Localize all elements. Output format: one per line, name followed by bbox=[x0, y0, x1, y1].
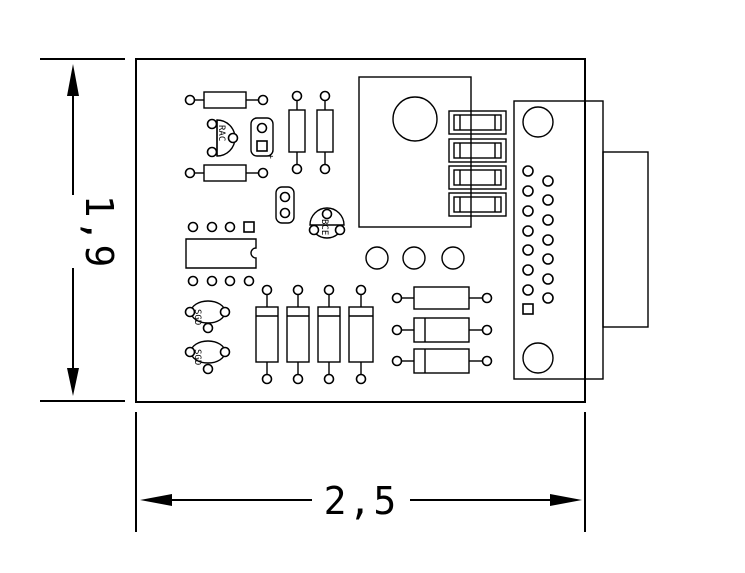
connector-mount-hole-bottom bbox=[522, 342, 554, 374]
jfet-2: SGD bbox=[184, 340, 231, 375]
connector-shell bbox=[602, 151, 649, 328]
connector-mount-hole-top bbox=[522, 106, 554, 138]
db-connector bbox=[513, 100, 649, 380]
regulator-pin-labels: RAC bbox=[216, 125, 226, 141]
diode-vertical-2 bbox=[286, 284, 310, 385]
ic-dip8 bbox=[185, 221, 257, 287]
jumper-header bbox=[275, 186, 295, 224]
diode-horizontal-2 bbox=[391, 348, 493, 374]
jfet-2-pin-labels: SGD bbox=[192, 349, 202, 365]
connector-body bbox=[513, 100, 604, 380]
stacked-resistor-1 bbox=[448, 110, 507, 135]
diode-vertical-1 bbox=[255, 284, 279, 385]
regulator-to92: RAC bbox=[206, 118, 239, 158]
jfet-1-pin-labels: SGD bbox=[192, 309, 202, 325]
resistor-vertical-1 bbox=[288, 90, 306, 175]
relay-block bbox=[358, 76, 472, 228]
board-outline bbox=[135, 58, 586, 403]
height-dimension-label: 1,9 bbox=[77, 195, 121, 270]
stacked-resistor-2 bbox=[448, 138, 507, 163]
resistor-stack bbox=[448, 110, 507, 217]
large-pads bbox=[365, 246, 465, 270]
transistor-bce: BCE bbox=[308, 207, 346, 239]
width-arrow-right bbox=[550, 494, 582, 506]
resistor-horizontal-lower bbox=[391, 286, 493, 310]
height-arrow-up bbox=[67, 64, 79, 96]
electrolytic-capacitor: + bbox=[250, 117, 274, 162]
width-dimension-label: 2,5 bbox=[324, 479, 399, 523]
jfet-1: SGD bbox=[184, 300, 231, 334]
width-arrow-left bbox=[140, 494, 172, 506]
diode-horizontal-1 bbox=[391, 317, 493, 343]
stacked-resistor-3 bbox=[448, 165, 507, 190]
stacked-resistor-4 bbox=[448, 192, 507, 217]
capacitor-polarity-mark: + bbox=[268, 152, 274, 162]
width-dimension: 2,5 bbox=[135, 412, 586, 532]
diode-vertical-4 bbox=[348, 284, 374, 385]
connector-pins bbox=[522, 165, 554, 315]
height-arrow-down bbox=[67, 368, 79, 396]
resistor-top bbox=[184, 91, 269, 109]
diode-vertical-3 bbox=[317, 284, 341, 385]
resistor-vertical-2 bbox=[316, 90, 334, 175]
transistor-pin-labels: BCE bbox=[319, 219, 329, 235]
resistor-middle bbox=[184, 164, 269, 182]
height-dimension: 1,9 bbox=[40, 58, 125, 402]
